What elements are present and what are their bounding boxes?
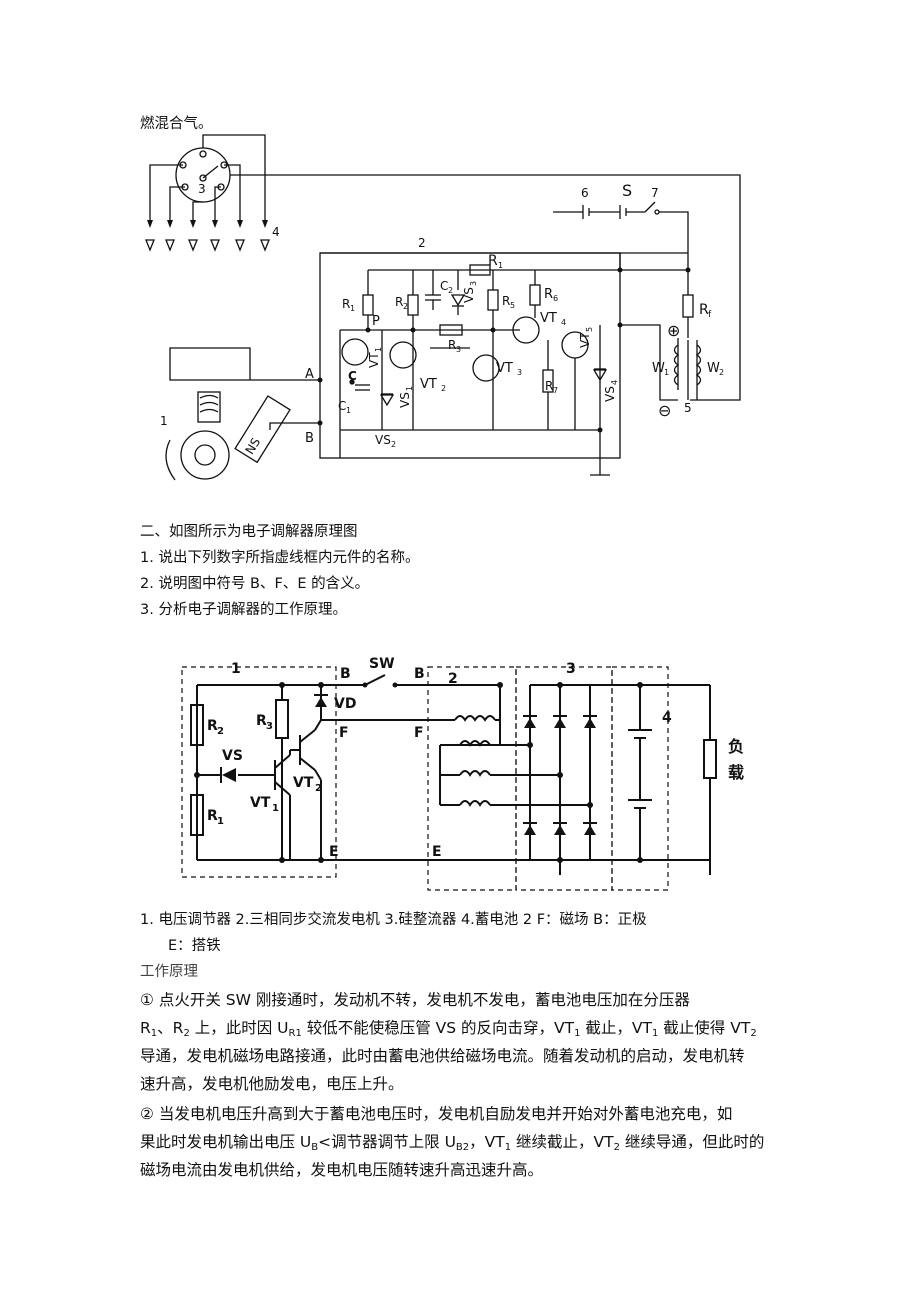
svg-text:VT: VT	[578, 332, 592, 348]
svg-text:1: 1	[498, 261, 503, 270]
svg-text:C: C	[440, 279, 448, 293]
principle-p2-line-1: ② 当发电机电压升高到大于蓄电池电压时，发电机自励发电并开始对外蓄电池充电，如	[140, 1105, 733, 1123]
svg-text:4: 4	[610, 380, 619, 385]
svg-text:R: R	[544, 287, 553, 302]
svg-text:R: R	[256, 713, 267, 729]
svg-text:VT: VT	[496, 361, 513, 376]
svg-text:2: 2	[441, 384, 446, 393]
spark-plug-icons	[145, 239, 270, 252]
svg-text:5: 5	[585, 327, 594, 332]
svg-text:E: E	[329, 844, 339, 860]
fig1-label-A: A	[305, 367, 314, 382]
svg-text:f: f	[708, 310, 712, 320]
svg-text:2: 2	[391, 440, 396, 449]
svg-text:VS: VS	[462, 287, 476, 303]
svg-text:F: F	[414, 725, 424, 741]
svg-text:⊕: ⊕	[667, 321, 680, 340]
fig1-label-1: 1	[160, 414, 168, 428]
fig1-label-4: 4	[272, 225, 280, 239]
principle-p2-line-3: 磁场电流由发电机供给，发电机电压随转速升高迅速升高。	[140, 1161, 544, 1179]
svg-text:负: 负	[728, 737, 744, 756]
fig1-label-6: 6	[581, 186, 589, 200]
svg-text:3: 3	[566, 661, 576, 677]
svg-text:C: C	[338, 399, 346, 413]
svg-text:VS: VS	[398, 392, 412, 408]
svg-text:2: 2	[217, 726, 224, 737]
svg-text:VT: VT	[367, 352, 381, 368]
svg-text:1: 1	[346, 406, 351, 415]
fig1-label-7: 7	[651, 186, 659, 200]
svg-text:1: 1	[374, 347, 383, 352]
fig1-label-S: S	[622, 181, 632, 200]
svg-text:B: B	[340, 666, 351, 682]
principle-p1-line-3: 导通，发电机磁场电路接通，此时由蓄电池供给磁场电流。随着发动机的启动，发电机转	[140, 1047, 745, 1065]
svg-text:R: R	[342, 297, 350, 311]
svg-text:SW: SW	[369, 656, 395, 672]
svg-text:R: R	[545, 379, 553, 393]
fig1-label-5: 5	[684, 401, 692, 415]
svg-text:VT: VT	[420, 377, 437, 392]
svg-text:R: R	[488, 253, 498, 269]
top-text: 燃混合气。	[140, 116, 213, 132]
fig1-label-P: P	[372, 314, 380, 329]
svg-text:1: 1	[405, 386, 414, 391]
svg-text:W: W	[707, 361, 720, 376]
svg-text:4: 4	[662, 710, 672, 726]
svg-text:E: E	[432, 844, 442, 860]
svg-text:W: W	[652, 361, 665, 376]
fig1-label-B: B	[305, 431, 314, 446]
question-item-2: 2. 说明图中符号 B、F、E 的含义。	[140, 576, 370, 592]
svg-text:R: R	[395, 295, 403, 309]
svg-text:VT: VT	[250, 795, 271, 811]
svg-text:2: 2	[315, 783, 322, 794]
fig1-label-C: C	[348, 369, 357, 383]
svg-text:R: R	[699, 302, 709, 318]
svg-text:1: 1	[272, 803, 279, 814]
principle-p1-line-4: 速升高，发电机他励发电，电压上升。	[140, 1075, 404, 1093]
fig1-label-3: 3	[198, 182, 206, 196]
svg-text:1: 1	[664, 368, 669, 377]
svg-text:3: 3	[517, 368, 522, 377]
principle-p1-line-2: R1、R2 上，此时因 UR1 较低不能使稳压管 VS 的反向击穿，VT1 截止…	[140, 1019, 757, 1039]
svg-text:R: R	[207, 718, 218, 734]
svg-text:2: 2	[448, 286, 453, 295]
svg-text:F: F	[339, 725, 349, 741]
question-heading: 二、如图所示为电子调解器原理图	[140, 524, 358, 540]
principle-p2-line-2: 果此时发电机输出电压 UB<调节器调节上限 UB2，VT1 继续截止，VT2 继…	[140, 1133, 765, 1153]
svg-text:VT: VT	[293, 775, 314, 791]
svg-text:VT: VT	[540, 311, 557, 326]
svg-text:VS: VS	[222, 748, 243, 764]
svg-text:⊖: ⊖	[658, 401, 671, 420]
svg-text:3: 3	[469, 281, 478, 286]
svg-text:VS: VS	[375, 433, 391, 447]
principle-p1-line-1: ① 点火开关 SW 刚接通时，发动机不转，发电机不发电，蓄电池电压加在分压器	[140, 991, 690, 1009]
svg-text:2: 2	[403, 302, 408, 311]
svg-text:VD: VD	[334, 696, 356, 712]
answer-line-1: 1. 电压调节器 2.三相同步交流发电机 3.硅整流器 4.蓄电池 2 F：磁场…	[140, 912, 647, 928]
svg-text:R: R	[448, 338, 456, 352]
svg-text:3: 3	[456, 345, 461, 354]
question-item-3: 3. 分析电子调解器的工作原理。	[140, 602, 347, 618]
svg-text:1: 1	[350, 304, 355, 313]
fig1-label-2: 2	[418, 236, 426, 250]
svg-text:R: R	[502, 294, 510, 308]
svg-text:6: 6	[553, 294, 558, 303]
svg-text:7: 7	[553, 386, 558, 395]
svg-text:载: 载	[728, 763, 744, 782]
svg-text:1: 1	[231, 661, 241, 677]
svg-text:1: 1	[217, 816, 224, 827]
question-item-1: 1. 说出下列数字所指虚线框内元件的名称。	[140, 550, 420, 566]
svg-text:B: B	[414, 666, 425, 682]
svg-text:3: 3	[266, 721, 273, 732]
principle-heading: 工作原理	[140, 964, 198, 980]
svg-text:5: 5	[510, 301, 515, 310]
answer-line-2: E：搭铁	[168, 938, 221, 954]
svg-text:4: 4	[561, 318, 566, 327]
svg-text:2: 2	[719, 368, 724, 377]
svg-text:VS: VS	[603, 386, 617, 402]
svg-text:2: 2	[448, 671, 458, 687]
svg-text:R: R	[207, 808, 218, 824]
